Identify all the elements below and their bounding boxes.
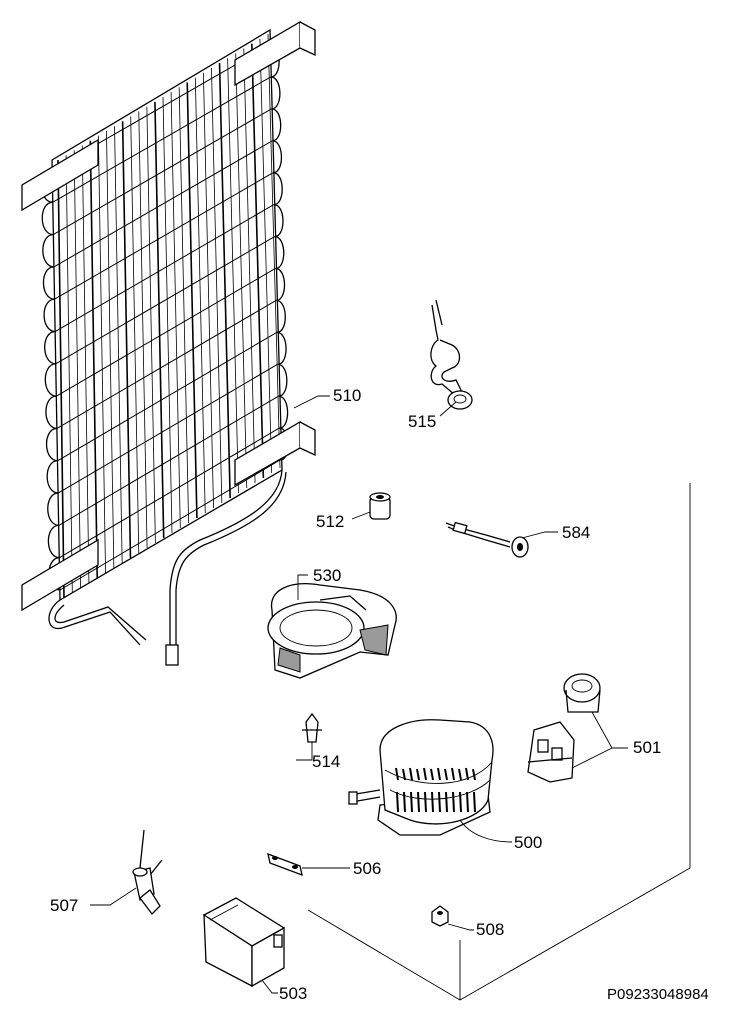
callout-label-clip: 514 (312, 752, 340, 771)
callout-line-relay-2 (571, 747, 613, 769)
callout-line-relay (591, 711, 628, 749)
callout-label-heater: 515 (408, 412, 436, 431)
callout-line-dryer (90, 887, 137, 906)
callout-label-clamp: 584 (562, 523, 590, 542)
grommet (369, 492, 391, 520)
condenser-tube-loops (40, 44, 290, 591)
callout-line-cover (261, 979, 278, 994)
callout-line-nut (447, 923, 474, 931)
callout-label-grommet: 512 (316, 512, 344, 531)
compressor (348, 719, 494, 836)
condenser-wires (51, 33, 281, 599)
drip-tray (267, 583, 397, 679)
bracket (267, 852, 303, 877)
callout-line-clip (296, 742, 313, 761)
heater (430, 299, 473, 410)
callout-label-condenser: 510 (333, 386, 361, 405)
cabinet-outline (307, 483, 691, 1001)
callout-label-relay: 501 (633, 738, 661, 757)
condenser (21, 20, 316, 666)
callout-label-nut: 508 (476, 920, 504, 939)
cable-clamp (445, 521, 529, 558)
cover (202, 897, 286, 988)
callout-line-grommet (351, 511, 371, 520)
callout-label-dryer: 507 (50, 896, 78, 915)
callout-label-compressor: 500 (514, 833, 542, 852)
callout-label-cover: 503 (279, 984, 307, 1003)
nut (431, 905, 449, 927)
callout-line-clamp (521, 531, 558, 539)
compressor-ribs (395, 767, 476, 813)
callout-line-tray (297, 574, 308, 600)
clip (302, 712, 322, 743)
callout-label-bracket: 506 (353, 859, 381, 878)
dryer (132, 829, 163, 915)
callout-line-compressor (459, 819, 513, 843)
callout-line-heater (439, 401, 457, 417)
callout-line-condenser (293, 395, 330, 409)
drawing-id: P09233048984 (607, 986, 709, 1003)
relay-overload (527, 673, 601, 783)
callout-label-tray: 530 (313, 566, 341, 585)
